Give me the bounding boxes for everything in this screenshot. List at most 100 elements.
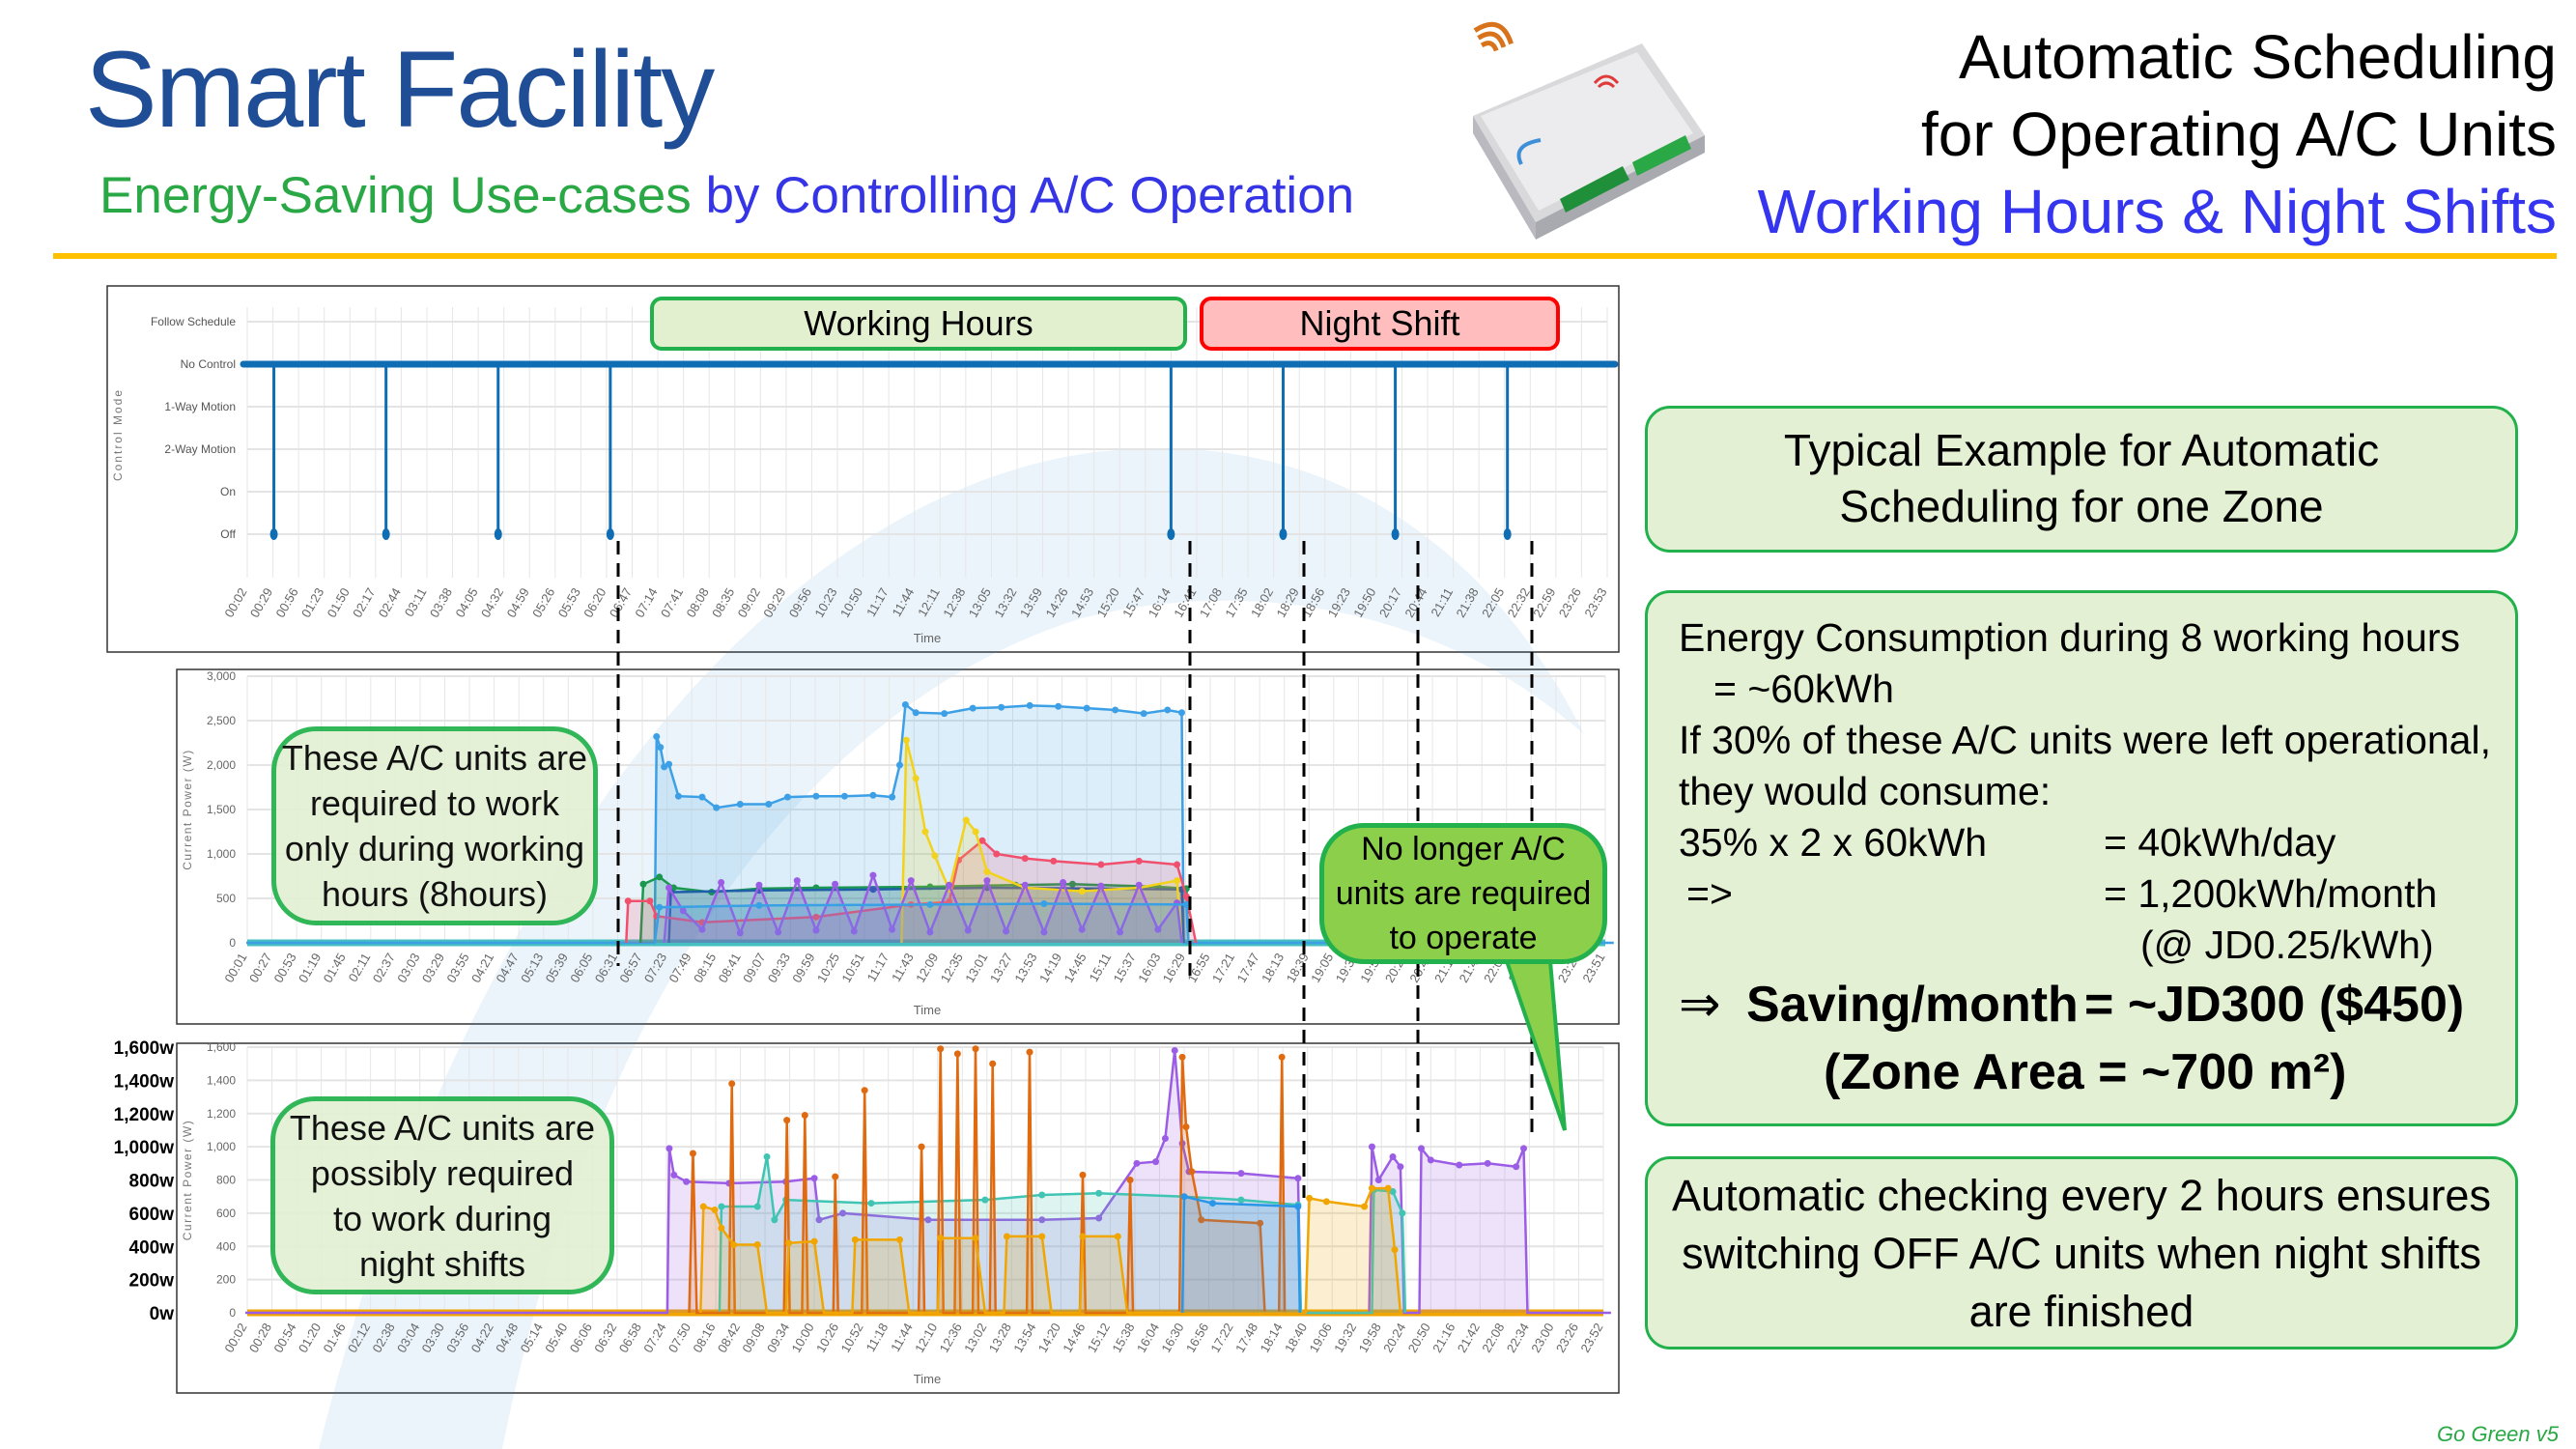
night-shift-label: Night Shift (1200, 297, 1560, 351)
callout-line: to work during (332, 1198, 552, 1238)
data-point (1060, 878, 1067, 886)
y-tick-label: 1,400 (207, 1073, 236, 1087)
data-point (1095, 1189, 1103, 1197)
series-area-unit-e (901, 740, 1182, 943)
data-point (698, 925, 706, 933)
data-point (771, 1216, 778, 1224)
right-title-line2: for Operating A/C Units (1920, 99, 2557, 169)
series-area-unit-t (1182, 1196, 1300, 1313)
data-point (869, 791, 877, 799)
data-point (656, 903, 664, 911)
data-point (665, 1145, 673, 1152)
data-point (962, 816, 970, 824)
no-longer-required-callout: No longer A/C units are required to oper… (1319, 823, 1607, 964)
data-point (964, 926, 972, 934)
data-point (983, 877, 991, 885)
data-point (912, 709, 920, 717)
y-tick-label: 600 (216, 1207, 236, 1220)
series-area-unit-a (246, 704, 1614, 943)
data-point (931, 852, 939, 860)
header-divider (53, 253, 2557, 259)
data-point (646, 897, 654, 905)
data-point (753, 1203, 761, 1210)
data-point (1026, 701, 1033, 709)
data-point (1182, 900, 1190, 908)
y-category-label: On (220, 485, 236, 498)
y-tick-label-outer: 1,600w (114, 1038, 175, 1059)
data-point (850, 927, 858, 935)
data-point (793, 877, 801, 885)
data-point (953, 1050, 961, 1058)
data-point (810, 1237, 818, 1245)
data-point (1133, 1159, 1141, 1167)
data-point (1068, 880, 1076, 888)
y-tick-label-outer: 200w (129, 1271, 175, 1292)
night-units-callout: These A/C units are possibly required to… (270, 1096, 614, 1294)
data-point (699, 1203, 707, 1210)
energy-line: they would consume: (1679, 769, 2052, 813)
y-tick-label-outer: 1,400w (114, 1071, 175, 1092)
data-point (1079, 1233, 1087, 1240)
data-point (937, 1045, 945, 1053)
data-point (639, 880, 647, 888)
data-point (1038, 1191, 1046, 1199)
data-point (1456, 1161, 1463, 1169)
y-tick-label-outer: 800w (129, 1172, 175, 1192)
data-point (1520, 1145, 1528, 1152)
off-event-marker (269, 528, 278, 540)
data-point (1021, 855, 1029, 863)
data-point (1177, 709, 1185, 717)
y-category-label: Off (220, 527, 236, 541)
data-point (775, 928, 782, 936)
data-point (972, 828, 979, 836)
series-area-unit-b (640, 876, 1189, 943)
data-point (1078, 888, 1086, 895)
data-point (972, 1045, 979, 1053)
data-point (674, 792, 682, 800)
data-point (1097, 861, 1105, 868)
y-tick-label: 1,000 (207, 847, 236, 861)
data-point (832, 880, 839, 888)
data-point (728, 1080, 736, 1088)
right-title-line3: Working Hours & Night Shifts (1757, 177, 2557, 246)
saving-value: = ~JD300 ($450) (2084, 977, 2465, 1033)
data-point (926, 928, 934, 936)
data-point (1078, 925, 1086, 933)
data-point (1208, 1200, 1216, 1208)
data-point (998, 703, 1005, 711)
data-point (1180, 1193, 1188, 1201)
data-point (1135, 857, 1143, 865)
subtitle-green: Energy-Saving Use-cases (99, 167, 692, 224)
example-panel: Typical Example for Automatic Scheduling… (1645, 406, 2518, 553)
off-event-marker (494, 528, 502, 540)
zone-area: (Zone Area = ~700 m²) (1824, 1044, 2347, 1100)
y-tick-label: 1,600 (207, 1040, 236, 1054)
data-point (736, 929, 744, 937)
off-event-marker (606, 528, 614, 540)
y-tick-label: 3,000 (207, 669, 236, 683)
data-point (812, 913, 820, 921)
series-area-unit-r (689, 1048, 1286, 1313)
data-point (653, 733, 661, 741)
callout-line: units are required (1335, 875, 1592, 912)
data-point (907, 877, 915, 885)
data-point (901, 700, 909, 708)
callout-line: These A/C units are (289, 1107, 596, 1148)
callout-line: possibly required (310, 1152, 575, 1193)
data-point (1417, 1145, 1425, 1152)
data-point (1188, 1168, 1196, 1176)
data-point (1294, 1203, 1302, 1210)
data-point (1083, 704, 1090, 712)
series-line-unit-r (688, 1048, 1287, 1315)
data-point (869, 871, 877, 879)
data-point (755, 901, 763, 909)
y-tick-label-outer: 600w (129, 1205, 175, 1225)
data-point (912, 775, 920, 782)
off-event-marker (382, 528, 390, 540)
series-area-unit-p (245, 1050, 1611, 1313)
series-area-unit-s (700, 1188, 1401, 1313)
data-point (832, 1173, 839, 1180)
y-tick-label: 2,000 (207, 758, 236, 772)
panel-line: Automatic checking every 2 hours ensures (1672, 1171, 2491, 1220)
saving-label: Saving/month (1746, 977, 2079, 1033)
